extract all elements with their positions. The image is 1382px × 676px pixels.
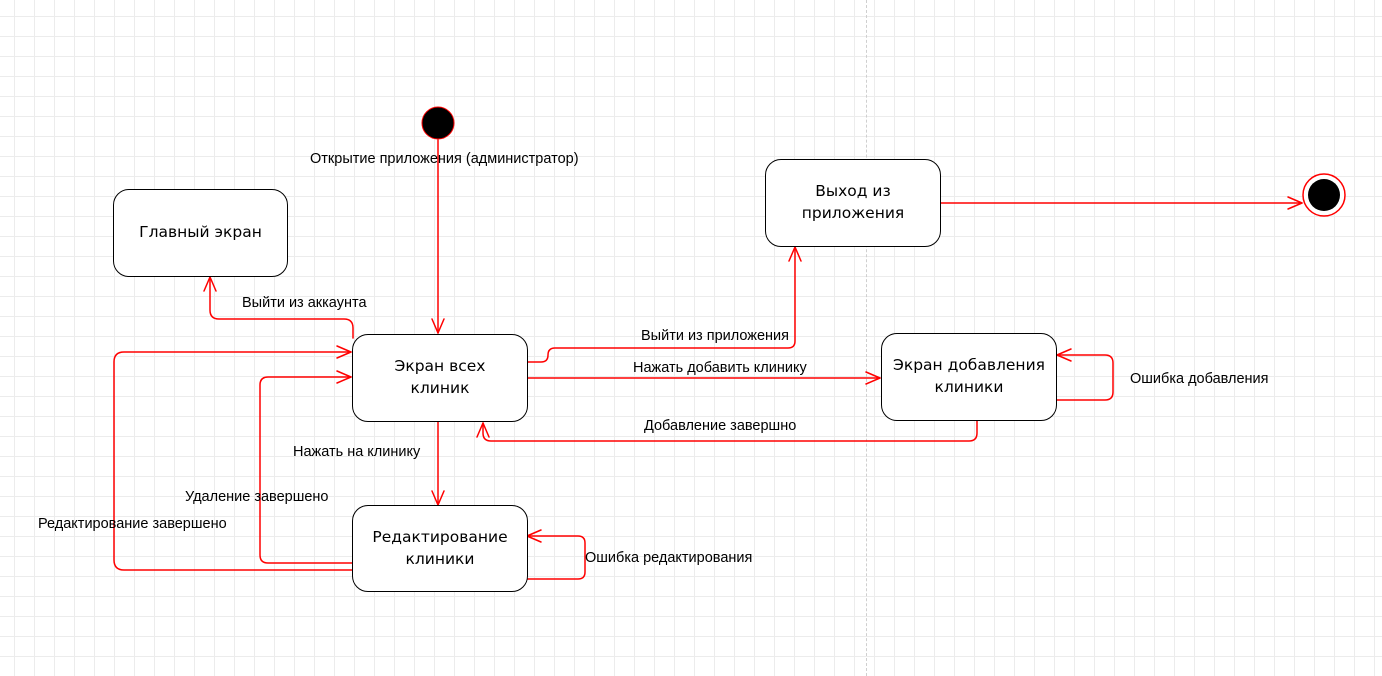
- label-add-error: Ошибка добавления: [1130, 371, 1269, 387]
- edge-add-clinic: [526, 371, 881, 385]
- state-main-screen[interactable]: Главный экран: [113, 189, 288, 277]
- edge-edit-done: [113, 345, 354, 571]
- label-open-app: Открытие приложения (администратор): [310, 151, 579, 167]
- state-exit-app[interactable]: Выход из приложения: [765, 159, 941, 247]
- label-edit-done: Редактирование завершено: [38, 516, 227, 532]
- state-clinics-screen[interactable]: Экран всех клиник: [352, 334, 528, 422]
- label-click-clinic: Нажать на клинику: [293, 444, 421, 460]
- edge-open-app: [431, 139, 445, 334]
- edge-exit-app: [526, 246, 802, 363]
- edge-edit-error: [526, 529, 586, 580]
- label-exit-app: Выйти из приложения: [641, 328, 790, 344]
- edge-add-error: [1056, 348, 1114, 401]
- label-add-clinic: Нажать добавить клинику: [633, 360, 807, 376]
- state-edit-clinic[interactable]: Редактирование клиники: [352, 505, 528, 592]
- edge-delete-done: [259, 370, 354, 564]
- initial-state-node: [421, 106, 455, 140]
- label-add-done: Добавление завершно: [644, 418, 797, 434]
- state-add-clinic-screen[interactable]: Экран добавления клиники: [881, 333, 1057, 421]
- final-state-node: [1302, 173, 1346, 217]
- label-logout: Выйти из аккаунта: [242, 295, 367, 311]
- label-delete-done: Удаление завершено: [185, 489, 329, 505]
- page-divider: [866, 0, 867, 676]
- label-edit-error: Ошибка редактирования: [585, 550, 753, 566]
- edge-add-done: [476, 419, 978, 442]
- edge-logout: [203, 276, 354, 339]
- edge-click-clinic: [431, 421, 445, 506]
- edge-exit-to-final: [940, 196, 1303, 210]
